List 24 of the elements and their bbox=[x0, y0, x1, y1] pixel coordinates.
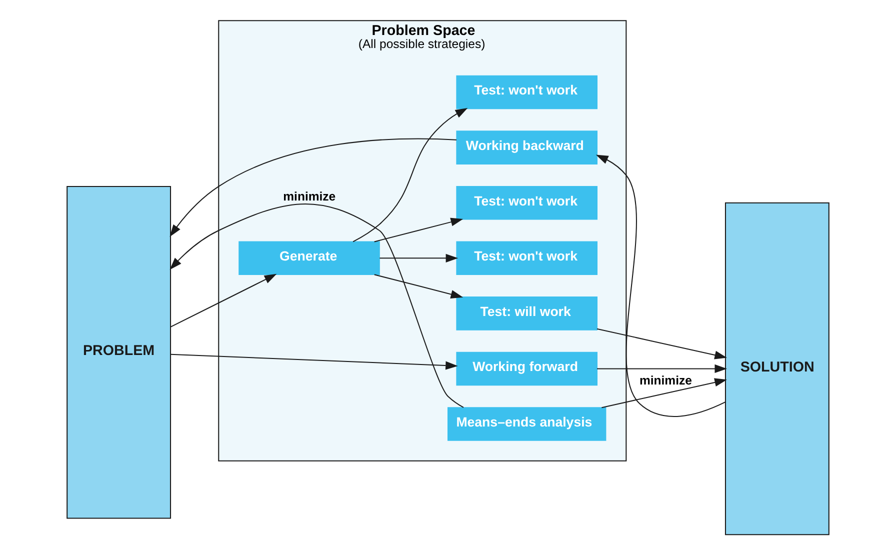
arrow bbox=[380, 254, 458, 262]
arrow bbox=[170, 138, 456, 237]
arrow bbox=[596, 154, 726, 417]
arrow bbox=[602, 378, 727, 408]
node-box: Generate bbox=[238, 241, 380, 276]
arrow bbox=[170, 204, 464, 408]
arrow bbox=[597, 364, 728, 374]
node-box: PROBLEM bbox=[66, 186, 172, 519]
node-box: Test: won't work bbox=[456, 241, 598, 276]
node-box: Working backward bbox=[456, 130, 598, 164]
node-box: Working forward bbox=[456, 352, 598, 386]
arrow bbox=[374, 218, 464, 242]
edge-label: minimize bbox=[639, 374, 692, 388]
node-box: Test: won't work bbox=[456, 186, 598, 220]
arrow bbox=[596, 328, 727, 360]
arrow bbox=[374, 274, 464, 298]
node-box: SOLUTION bbox=[724, 202, 830, 536]
arrow bbox=[352, 108, 468, 242]
node-box: Means–ends analysis bbox=[447, 407, 606, 441]
arrow bbox=[170, 354, 458, 370]
arrow bbox=[170, 274, 277, 328]
node-box: Test: won't work bbox=[456, 75, 598, 110]
edge-label: minimize bbox=[283, 189, 336, 204]
node-box: Test: will work bbox=[456, 296, 598, 330]
